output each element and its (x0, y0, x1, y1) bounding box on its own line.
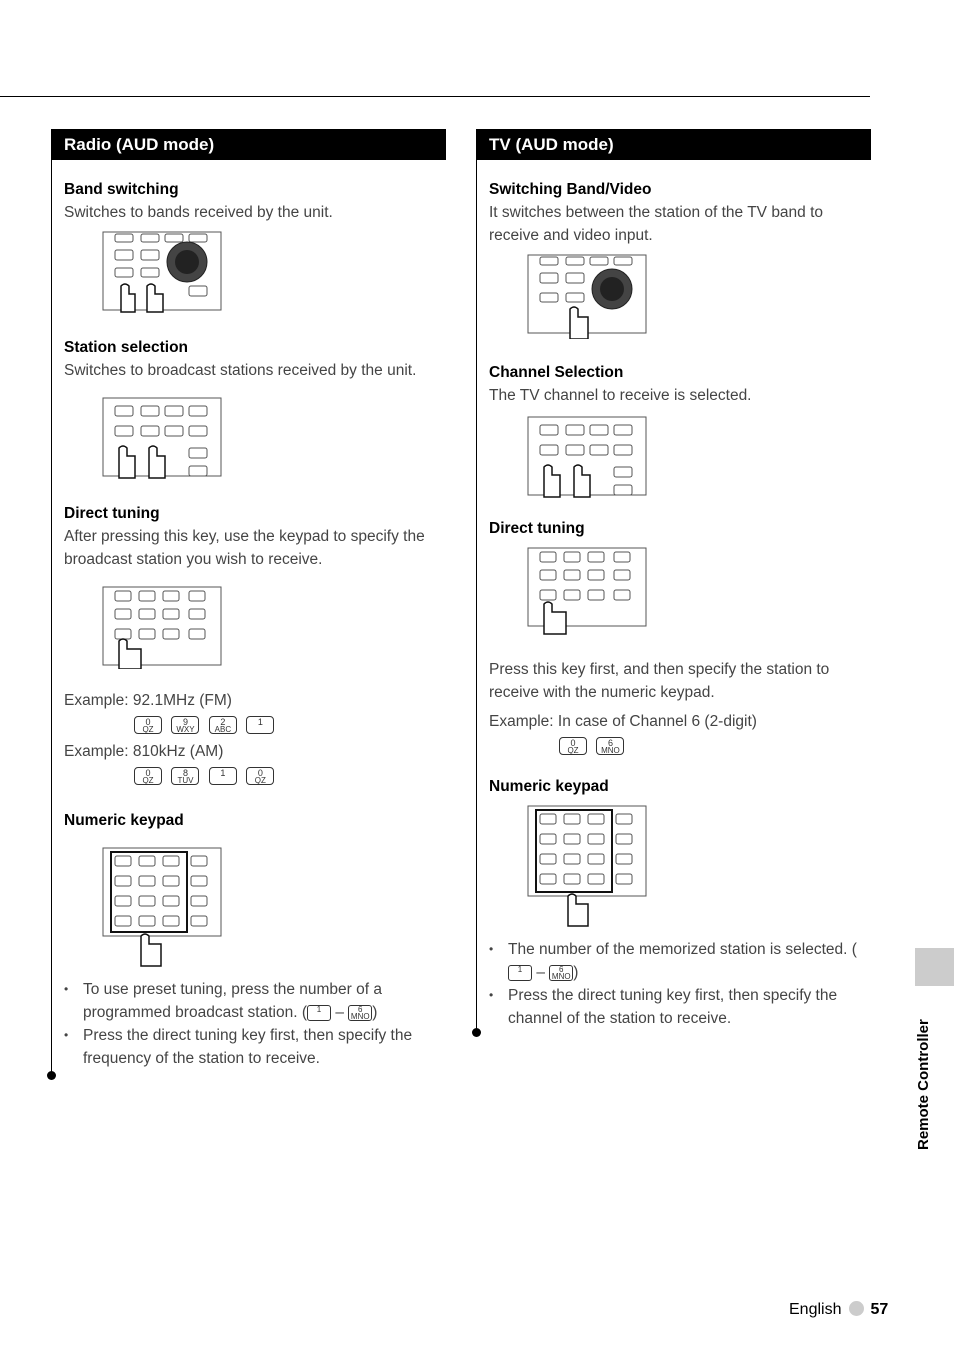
radio-notes: To use preset tuning, press the number o… (64, 978, 446, 1070)
right-column-rule (472, 160, 481, 1037)
page-number: 57 (870, 1301, 889, 1318)
remote-tv-direct-illustration (527, 547, 647, 635)
station-selection-heading: Station selection (64, 339, 189, 356)
key-1: 1 (307, 1004, 331, 1021)
tv-direct-tuning-heading: Direct tuning (489, 520, 585, 537)
remote-direct-illustration (102, 586, 222, 669)
footer-circle-icon (849, 1301, 865, 1317)
tv-notes: The number of the memorized station is s… (489, 938, 871, 1030)
section-tab (915, 948, 954, 986)
radio-title: Radio (AUD mode) (51, 129, 446, 160)
switching-band-text: It switches between the station of the T… (489, 204, 824, 244)
remote-band-illustration (102, 231, 222, 313)
radio-note-1: To use preset tuning, press the number o… (64, 978, 446, 1024)
remote-keypad-illustration (102, 847, 222, 967)
remote-channel-illustration (527, 416, 647, 498)
key-1: 1 (208, 767, 237, 785)
band-switching-text: Switches to bands received by the unit. (64, 204, 333, 221)
radio-section: Radio (AUD mode) Band switching Switches… (51, 129, 446, 1070)
key-1: 1 (246, 716, 275, 734)
tv-section: TV (AUD mode) Switching Band/Video It sw… (476, 129, 871, 1030)
channel-selection-heading: Channel Selection (489, 364, 624, 381)
numeric-keypad-heading: Numeric keypad (64, 812, 184, 829)
left-column-rule (47, 160, 56, 1080)
station-selection-text: Switches to broadcast stations received … (64, 362, 417, 379)
remote-tv-band-illustration (527, 254, 647, 339)
remote-station-illustration (102, 397, 222, 479)
tv-numeric-keypad-heading: Numeric keypad (489, 778, 609, 795)
direct-tuning-heading: Direct tuning (64, 505, 160, 522)
tv-title: TV (AUD mode) (476, 129, 871, 160)
side-label: Remote Controller (915, 1019, 932, 1150)
switching-band-heading: Switching Band/Video (489, 181, 652, 198)
tv-direct-text: Press this key first, and then specify t… (489, 661, 830, 701)
radio-note-2: Press the direct tuning key first, then … (64, 1024, 446, 1070)
tv-note-1: The number of the memorized station is s… (489, 938, 871, 984)
band-switching-heading: Band switching (64, 181, 179, 198)
tv-example-text: Example: In case of Channel 6 (2-digit) (489, 713, 757, 730)
page-footer: English 57 (789, 1301, 888, 1319)
footer-language: English (789, 1301, 842, 1318)
tv-note-2: Press the direct tuning key first, then … (489, 984, 871, 1030)
remote-tv-keypad-illustration (527, 805, 647, 927)
direct-tuning-text: After pressing this key, use the keypad … (64, 528, 425, 568)
top-rule (0, 96, 870, 97)
key-1: 1 (508, 964, 532, 981)
example-fm-text: Example: 92.1MHz (FM) (64, 692, 232, 709)
channel-selection-text: The TV channel to receive is selected. (489, 387, 752, 404)
example-am-text: Example: 810kHz (AM) (64, 743, 224, 760)
